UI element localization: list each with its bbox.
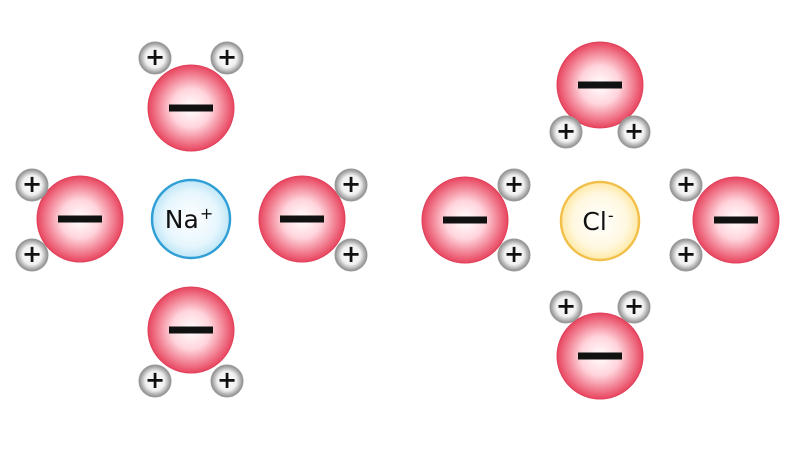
water-oxygen	[421, 176, 509, 264]
positive-sign: +	[676, 240, 696, 268]
positive-sign: +	[145, 366, 165, 394]
positive-sign: +	[217, 43, 237, 71]
sodium-ion-circle	[150, 178, 232, 260]
water-hydrogen: +	[497, 168, 531, 202]
hydrogen-atom	[210, 364, 244, 398]
hydrogen-atom	[617, 290, 651, 324]
hydrogen-atom	[210, 41, 244, 75]
hydrogen-atom	[497, 168, 531, 202]
negative-sign	[58, 215, 102, 223]
water-oxygen	[258, 175, 346, 263]
negative-sign	[578, 81, 622, 89]
negative-sign	[169, 104, 213, 112]
water-oxygen	[147, 286, 235, 374]
hydrogen-atom	[617, 115, 651, 149]
hydrogen-atom	[497, 238, 531, 272]
water-hydrogen: +	[617, 290, 651, 324]
hydrogen-atom	[669, 238, 703, 272]
chloride-symbol: Cl	[582, 207, 606, 236]
negative-sign	[169, 326, 213, 334]
positive-sign: +	[676, 170, 696, 198]
sodium-ion: Na+	[150, 178, 232, 260]
water-hydrogen: +	[617, 115, 651, 149]
hydrogen-atom	[334, 168, 368, 202]
water-hydrogen: +	[15, 168, 49, 202]
water-hydrogen: +	[334, 168, 368, 202]
hydrogen-atom	[138, 364, 172, 398]
water-molecule-bottom-right: ++	[549, 290, 651, 400]
water-hydrogen: +	[549, 115, 583, 149]
hydrogen-atom	[334, 238, 368, 272]
water-hydrogen: +	[138, 41, 172, 75]
hydrogen-atom	[549, 290, 583, 324]
positive-sign: +	[504, 170, 524, 198]
water-hydrogen: +	[210, 364, 244, 398]
water-oxygen	[147, 64, 235, 152]
sodium-charge: +	[200, 204, 213, 223]
chloride-charge: -	[608, 206, 614, 225]
chloride-ion-circle	[559, 180, 641, 262]
positive-sign: +	[217, 366, 237, 394]
water-molecule-bottom-left: ++	[138, 286, 244, 398]
negative-sign	[443, 216, 487, 224]
water-molecule-left-of-chloride: ++	[421, 168, 531, 272]
chloride-ion: Cl-	[559, 180, 641, 262]
water-hydrogen: +	[549, 290, 583, 324]
water-hydrogen: +	[669, 168, 703, 202]
hydrogen-atom	[138, 41, 172, 75]
positive-sign: +	[556, 292, 576, 320]
hydrogen-atom	[15, 168, 49, 202]
water-oxygen	[36, 175, 124, 263]
positive-sign: +	[341, 170, 361, 198]
positive-sign: +	[341, 240, 361, 268]
water-molecule-right: ++	[669, 168, 780, 272]
positive-sign: +	[624, 292, 644, 320]
water-hydrogen: +	[210, 41, 244, 75]
water-hydrogen: +	[669, 238, 703, 272]
water-molecule-left: ++	[15, 168, 124, 272]
chloride-ion-label: Cl-	[582, 206, 613, 236]
water-oxygen	[556, 41, 644, 129]
water-oxygen	[692, 176, 780, 264]
positive-sign: +	[504, 240, 524, 268]
positive-sign: +	[624, 117, 644, 145]
water-molecule-right-of-sodium: ++	[258, 168, 368, 272]
water-oxygen	[556, 312, 644, 400]
hydrogen-atom	[15, 238, 49, 272]
water-molecule-top-left: ++	[138, 41, 244, 152]
negative-sign	[714, 216, 758, 224]
water-hydrogen: +	[15, 238, 49, 272]
sodium-symbol: Na	[165, 205, 199, 234]
negative-sign	[280, 215, 324, 223]
hydrogen-atom	[549, 115, 583, 149]
positive-sign: +	[22, 170, 42, 198]
water-hydrogen: +	[334, 238, 368, 272]
positive-sign: +	[145, 43, 165, 71]
water-molecule-top-right: ++	[549, 41, 651, 149]
negative-sign	[578, 352, 622, 360]
water-hydrogen: +	[497, 238, 531, 272]
water-hydrogen: +	[138, 364, 172, 398]
sodium-ion-label: Na+	[165, 204, 213, 234]
positive-sign: +	[556, 117, 576, 145]
positive-sign: +	[22, 240, 42, 268]
hydrogen-atom	[669, 168, 703, 202]
